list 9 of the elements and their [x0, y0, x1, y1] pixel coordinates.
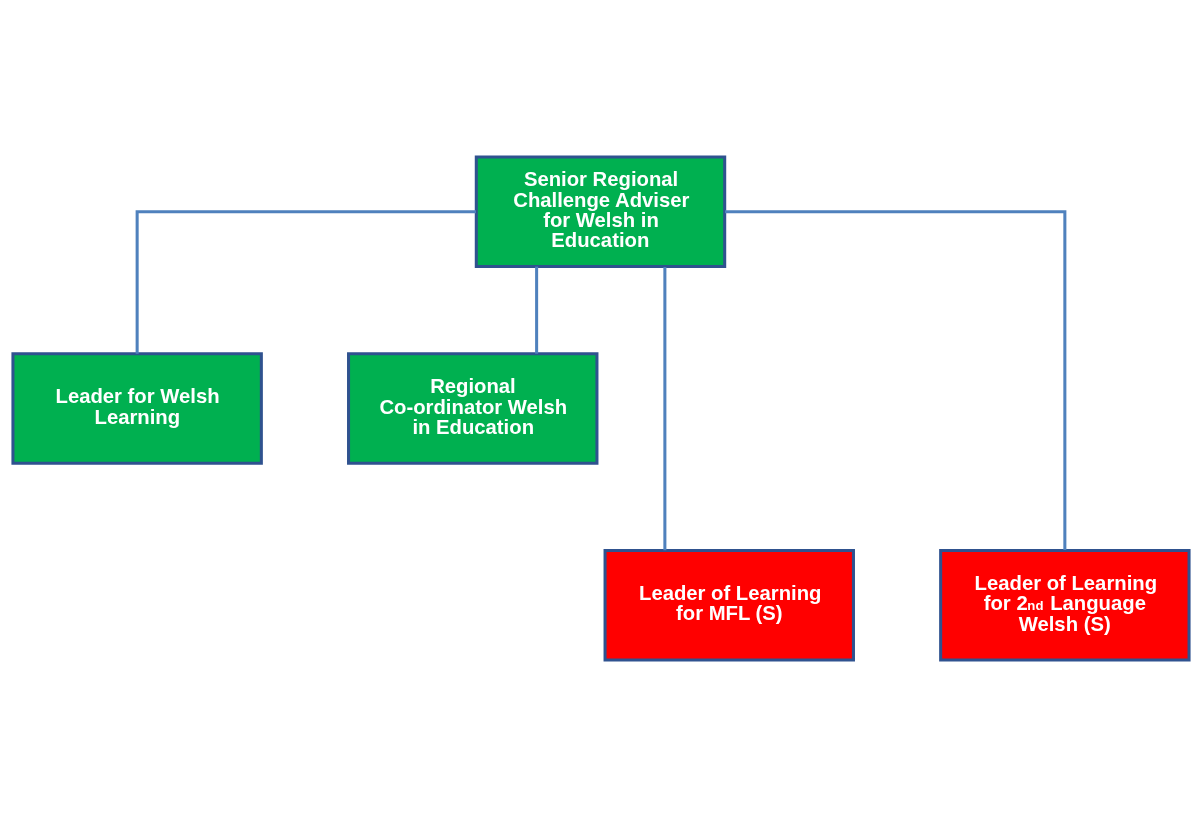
node-box: Regional Co-ordinator Welsh in Education: [347, 351, 599, 465]
node-box: Leader of Learning for 2nd Language Welsh (S): [939, 548, 1191, 661]
connector: [135, 209, 476, 354]
node-box: Leader for Welsh Learning: [11, 351, 263, 465]
connector: [663, 266, 667, 550]
node-box: Leader of Learning for MFL (S): [603, 548, 855, 661]
node-box: Senior Regional Challenge Adviser for Welsh in Education: [474, 155, 727, 268]
connector: [535, 266, 539, 354]
connector: [724, 209, 1067, 550]
